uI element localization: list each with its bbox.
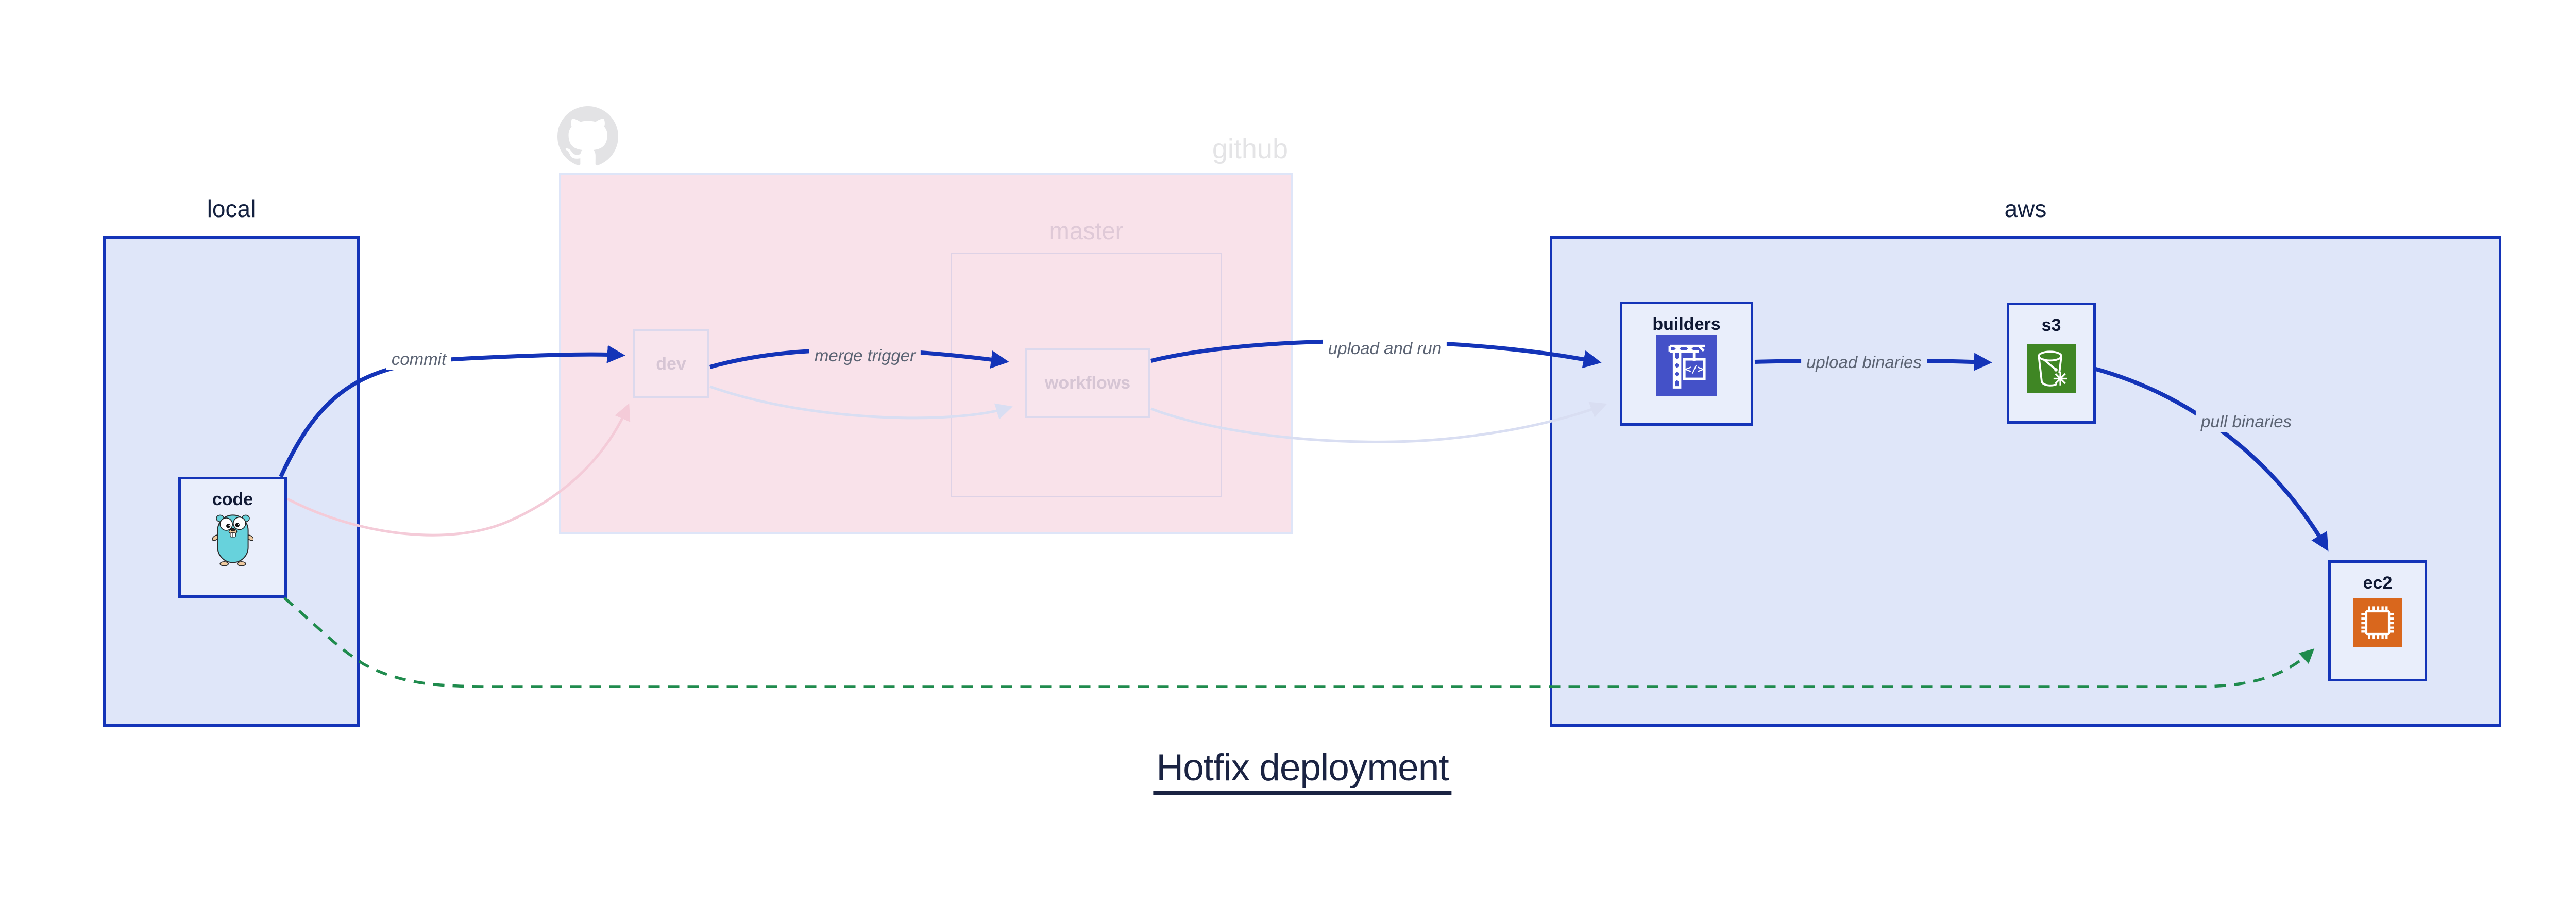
codebuild-crane-icon: </> (1656, 335, 1717, 398)
node-ec2-label: ec2 (2363, 573, 2393, 593)
svg-text:</>: </> (1685, 363, 1703, 375)
diagram-title: Hotfix deployment (1153, 746, 1452, 795)
node-s3-label: s3 (2041, 315, 2061, 335)
edge-label-commit: commit (386, 348, 452, 370)
go-gopher-icon (211, 511, 254, 569)
edge-label-merge-trigger: merge trigger (809, 345, 921, 366)
node-workflows: workflows (1025, 348, 1150, 418)
edge-label-pull-binaries: pull binaries (2195, 411, 2297, 432)
node-code-label: code (212, 490, 253, 509)
s3-glacier-bucket-icon (2027, 344, 2076, 396)
local-group-label: local (207, 195, 256, 222)
github-octocat-icon (557, 106, 618, 167)
node-s3: s3 (2007, 303, 2096, 424)
node-builders: builders </> (1620, 302, 1753, 426)
master-group-label: master (1049, 217, 1124, 244)
node-ec2: ec2 (2328, 560, 2427, 681)
node-workflows-label: workflows (1044, 373, 1131, 393)
node-dev: dev (633, 329, 709, 398)
edge-label-upload-and-run: upload and run (1323, 338, 1447, 359)
ec2-chip-icon (2353, 598, 2402, 650)
node-code: code (178, 477, 287, 598)
node-builders-label: builders (1652, 314, 1721, 334)
group-master (951, 253, 1222, 497)
aws-group-label: aws (2004, 195, 2047, 222)
github-group-label: github (1212, 133, 1288, 164)
edge-label-upload-binaries: upload binaries (1801, 352, 1927, 373)
node-dev-label: dev (656, 354, 686, 374)
